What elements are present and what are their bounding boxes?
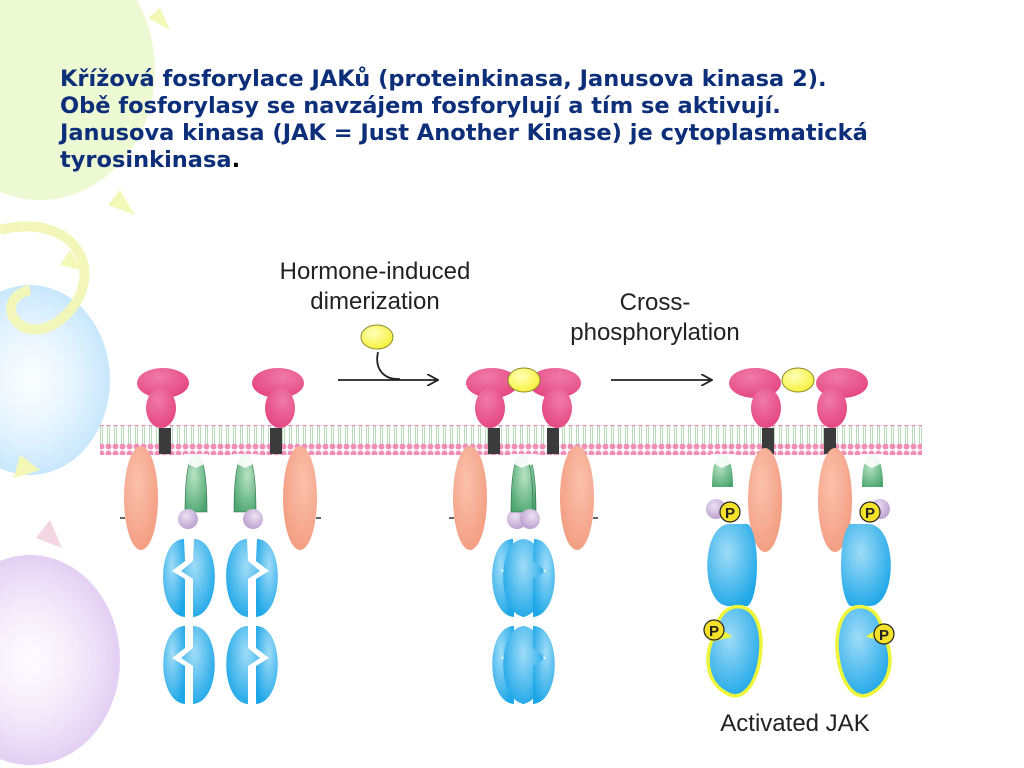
bg-star-4	[36, 520, 62, 548]
bg-star-3	[14, 455, 40, 478]
bg-swirl	[0, 221, 90, 335]
bg-star-1	[148, 8, 170, 30]
phosphate-badge: P	[719, 501, 741, 523]
receptor-monomer-left	[119, 367, 216, 705]
receptor-monomer-right	[225, 367, 322, 705]
activated-jak-label: Activated JAK	[720, 710, 869, 737]
receptor-dimer	[448, 367, 599, 705]
svg-text:P: P	[725, 505, 735, 522]
step2-label-line-2: phosphorylation	[570, 319, 739, 346]
title-line-3: Janusova kinasa (JAK = Just Another Kina…	[60, 120, 868, 146]
jak-activation-diagram: Hormone-induced dimerization Cross- phos…	[100, 258, 922, 737]
slide-title: Křížová fosforylace JAKů (proteinkinasa,…	[60, 66, 1000, 174]
title-period: .	[231, 147, 241, 173]
step1-label-line-2: dimerization	[310, 288, 439, 315]
hormone-bound-dimer	[507, 367, 541, 393]
bg-balloon-purple	[0, 555, 120, 765]
phosphate-badge: P	[859, 501, 881, 523]
cross-phosphorylation-step: Cross- phosphorylation	[570, 289, 740, 380]
hormone-curve	[376, 351, 401, 380]
cell-membrane	[100, 425, 922, 455]
svg-text:P: P	[879, 627, 889, 644]
phosphate-badge: P	[873, 623, 895, 645]
step2-label-line-1: Cross-	[620, 289, 691, 316]
bg-star-2	[108, 190, 135, 215]
dimerization-step: Hormone-induced dimerization	[280, 258, 471, 380]
title-line-4-text: tyrosinkinasa	[60, 147, 232, 173]
title-line-4: tyrosinkinasa.	[60, 147, 1000, 174]
bg-balloon-green	[0, 0, 155, 200]
title-line-2: Obě fosforylasy se navzájem fosforylují …	[60, 93, 781, 119]
bg-star-5	[60, 250, 82, 270]
hormone-bound-active	[781, 367, 815, 393]
svg-text:P: P	[865, 505, 875, 522]
hormone-free	[360, 324, 394, 350]
phosphate-badge: P	[703, 619, 725, 641]
svg-text:P: P	[709, 623, 719, 640]
step1-label-line-1: Hormone-induced	[280, 258, 471, 285]
activated-complex: P P P P Activated JAK	[703, 367, 895, 737]
title-line-1: Křížová fosforylace JAKů (proteinkinasa,…	[60, 66, 827, 92]
